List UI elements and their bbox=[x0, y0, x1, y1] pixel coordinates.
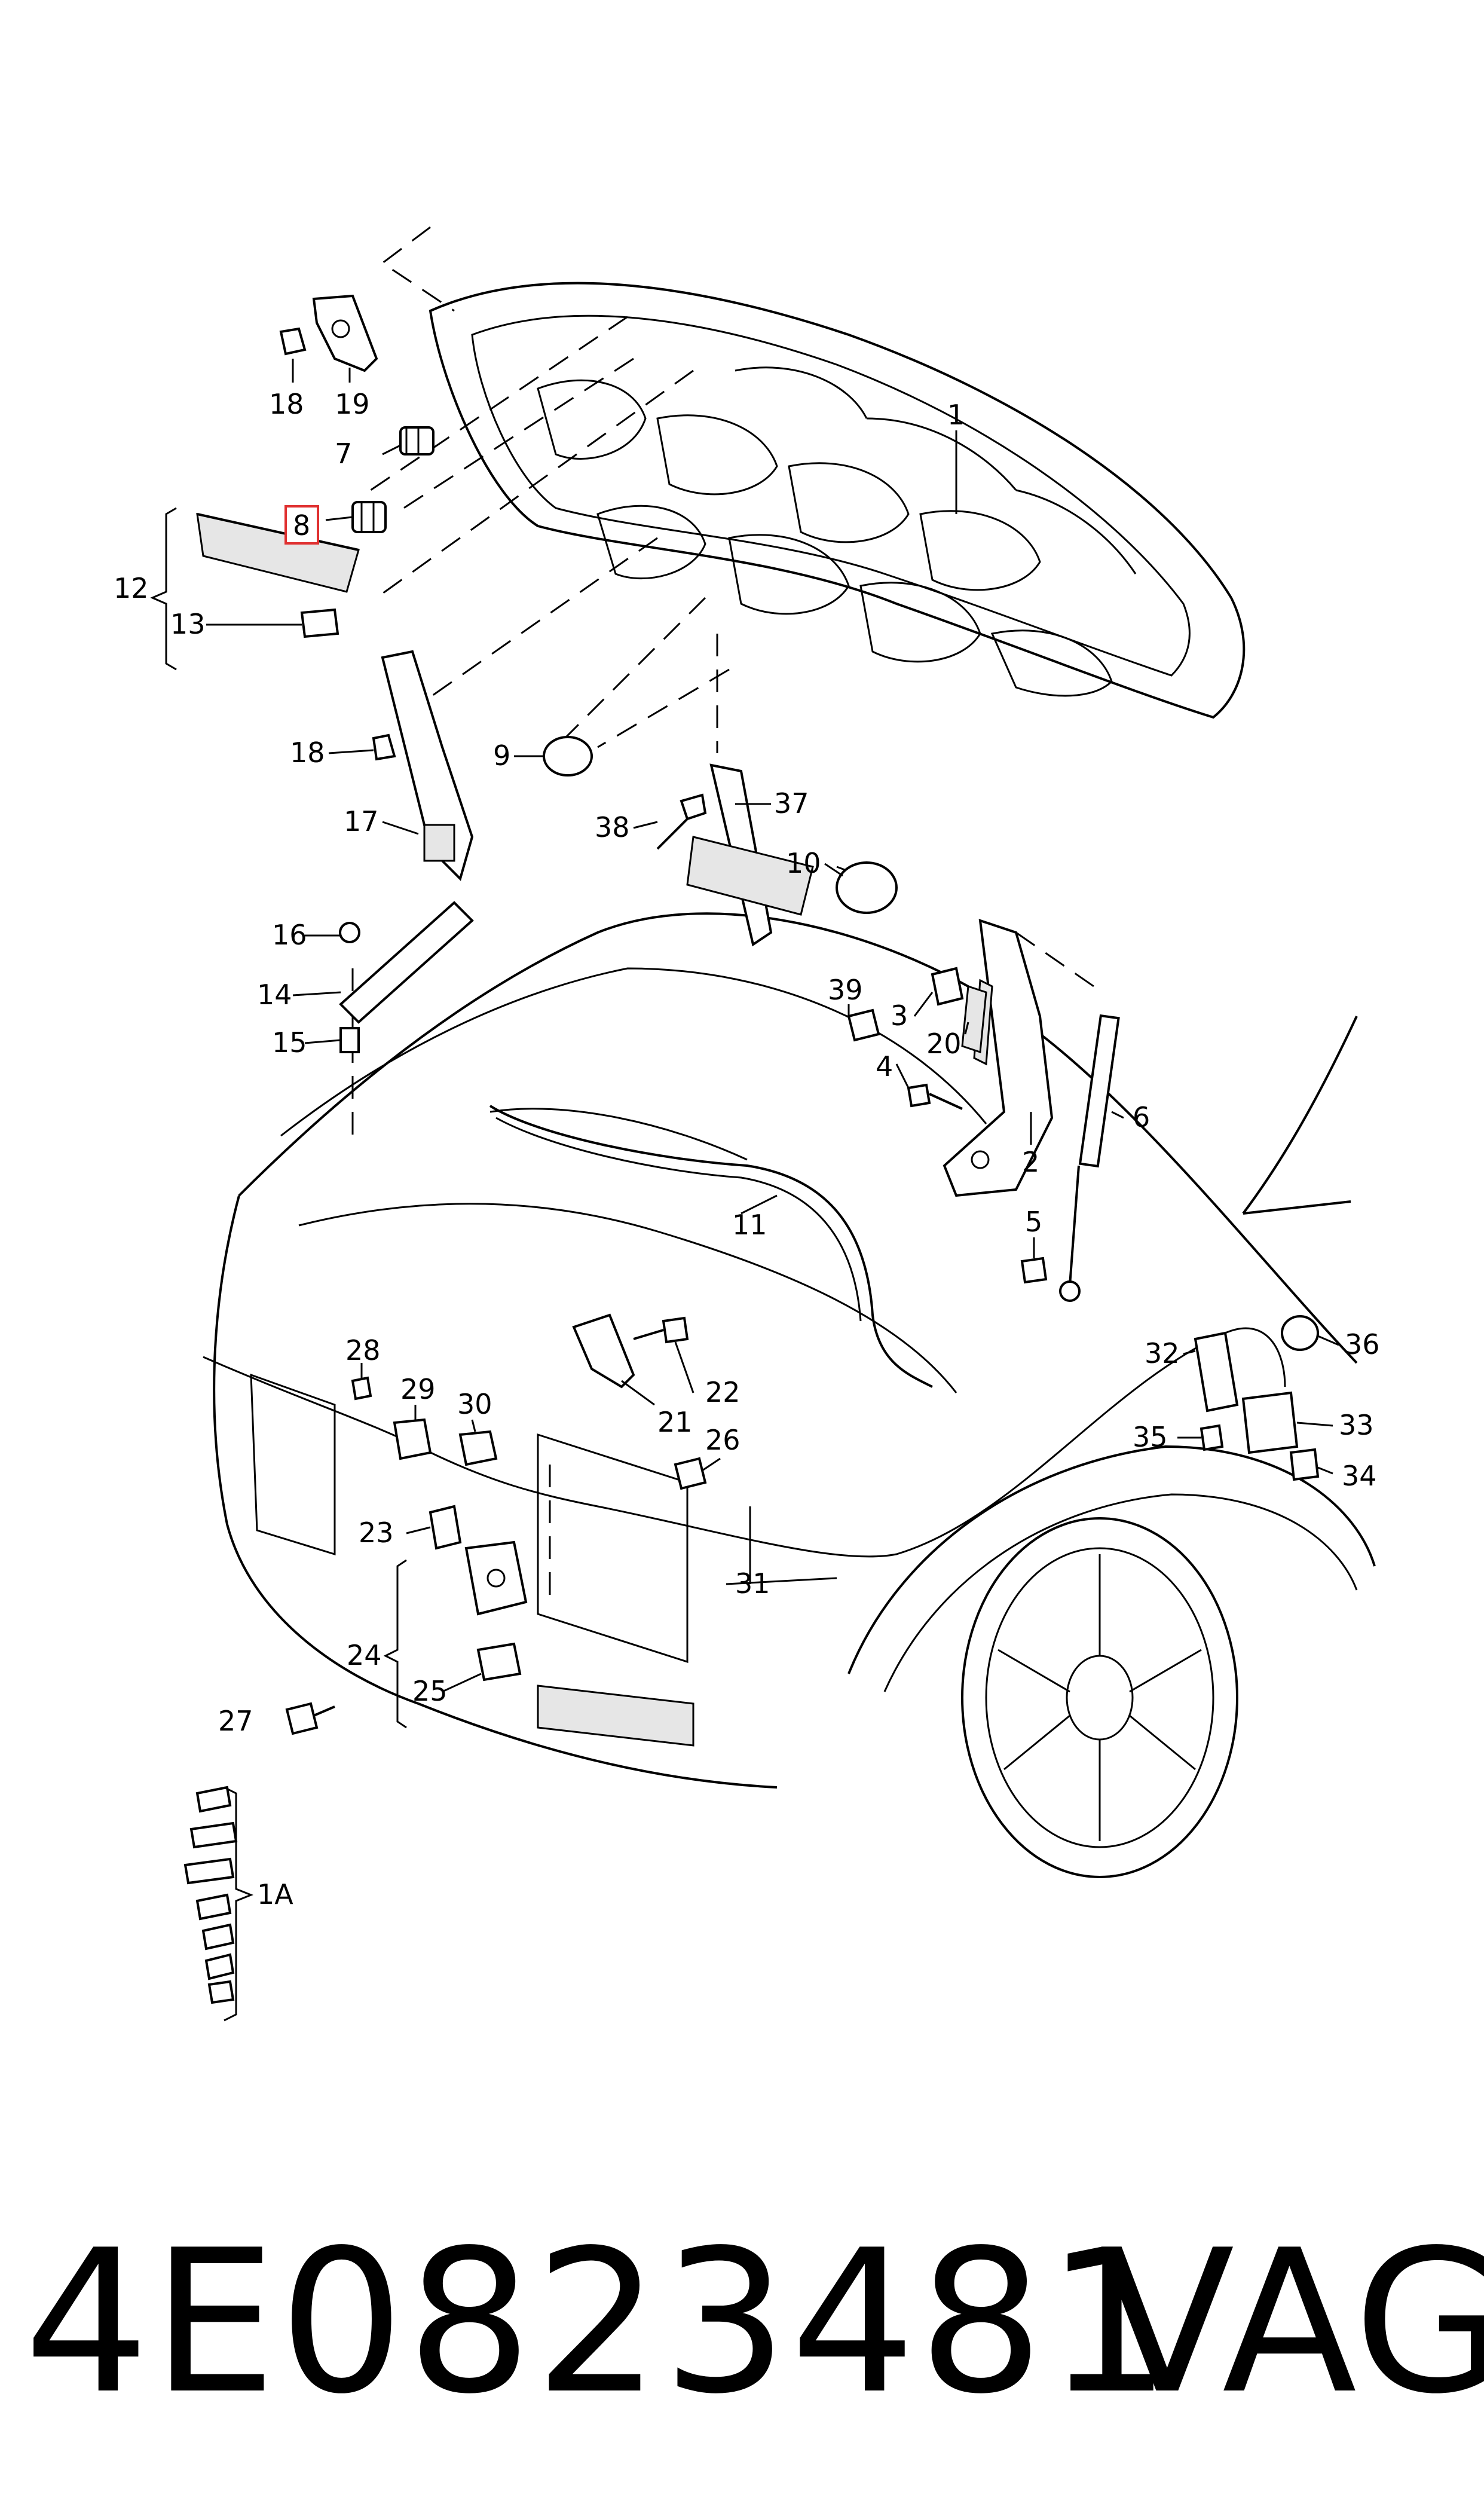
rubber-stop-part-8 bbox=[351, 501, 387, 533]
label-part-5: 5 bbox=[1025, 1206, 1042, 1238]
label-part-1a: 1A bbox=[257, 1878, 293, 1910]
label-part-7: 7 bbox=[335, 438, 352, 470]
label-part-19: 19 bbox=[335, 388, 370, 420]
label-part-13: 13 bbox=[170, 608, 206, 640]
clip-34 bbox=[1289, 1448, 1320, 1481]
clip-28 bbox=[351, 1376, 372, 1401]
lock-33 bbox=[1241, 1391, 1299, 1454]
grommet bbox=[543, 736, 593, 777]
retaining-clip bbox=[300, 608, 339, 638]
highlight-box-part-8 bbox=[284, 505, 319, 545]
label-part-26: 26 bbox=[705, 1424, 741, 1456]
label-part-21: 21 bbox=[657, 1406, 693, 1438]
hardware-set bbox=[183, 1786, 238, 2004]
part-number: 4E0823481 bbox=[24, 2208, 1174, 2437]
label-part-20: 20 bbox=[926, 1028, 962, 1060]
cable-39 bbox=[847, 1008, 880, 1042]
label-part-27: 27 bbox=[218, 1705, 253, 1737]
clip-3 bbox=[931, 967, 964, 1006]
hood-seal-inner bbox=[495, 1117, 862, 1322]
label-part-2: 2 bbox=[1022, 1146, 1039, 1178]
mounting-bracket bbox=[339, 901, 474, 1053]
label-part-32: 32 bbox=[1145, 1337, 1180, 1369]
lock-carrier-bracket bbox=[572, 1313, 635, 1389]
label-part-33: 33 bbox=[1339, 1409, 1374, 1441]
label-part-36: 36 bbox=[1345, 1328, 1380, 1361]
cable-clip-26 bbox=[674, 1457, 707, 1490]
label-part-12: 12 bbox=[114, 572, 149, 604]
label-part-35: 35 bbox=[1133, 1421, 1168, 1453]
label-part-30: 30 bbox=[457, 1388, 492, 1420]
label-part-9: 9 bbox=[493, 739, 510, 772]
bolt-4 bbox=[907, 1083, 963, 1110]
label-part-18-top: 18 bbox=[269, 388, 304, 420]
label-part-14: 14 bbox=[257, 979, 292, 1011]
vehicle-body bbox=[213, 912, 1376, 1878]
ball-stud bbox=[1020, 1257, 1048, 1284]
bolt-35 bbox=[1200, 1424, 1224, 1451]
label-part-18-mid: 18 bbox=[290, 736, 325, 769]
support-bracket bbox=[686, 763, 814, 947]
group-braces bbox=[150, 507, 407, 2022]
hinge-bracket-20 bbox=[961, 985, 987, 1054]
label-part-22: 22 bbox=[705, 1376, 741, 1408]
label-part-8: 8 bbox=[293, 509, 310, 542]
label-part-11: 11 bbox=[732, 1209, 767, 1241]
label-part-24: 24 bbox=[347, 1639, 382, 1671]
fastener-clip bbox=[279, 327, 396, 761]
release-handle-29 bbox=[393, 1418, 432, 1460]
label-part-4: 4 bbox=[876, 1050, 893, 1083]
label-part-28: 28 bbox=[345, 1334, 381, 1367]
hood-seal bbox=[489, 1105, 933, 1388]
label-part-38: 38 bbox=[595, 811, 630, 843]
lock-bracket bbox=[381, 650, 474, 881]
hood-lock-24 bbox=[464, 1540, 528, 1616]
label-part-3: 3 bbox=[891, 999, 908, 1032]
label-part-15: 15 bbox=[272, 1026, 307, 1059]
label-part-39: 39 bbox=[828, 974, 863, 1006]
label-part-16: 16 bbox=[272, 919, 307, 951]
label-part-25: 25 bbox=[412, 1675, 448, 1707]
bracket-32 bbox=[1194, 1331, 1239, 1413]
label-part-29: 29 bbox=[400, 1373, 436, 1405]
label-part-34: 34 bbox=[1342, 1460, 1377, 1492]
gas-strut bbox=[1059, 1014, 1120, 1302]
label-part-23: 23 bbox=[359, 1517, 394, 1549]
cover-cap bbox=[836, 861, 898, 914]
insulation-strip bbox=[196, 513, 360, 593]
label-part-6: 6 bbox=[1133, 1101, 1150, 1133]
hood-buffer-bracket bbox=[312, 294, 378, 372]
grommet-36 bbox=[1281, 1315, 1319, 1351]
rubber-buffer bbox=[399, 426, 435, 456]
cap-23 bbox=[429, 1505, 462, 1550]
hood-panel bbox=[429, 282, 1246, 719]
lock-switch-25 bbox=[476, 1642, 522, 1682]
label-part-1: 1 bbox=[947, 399, 965, 431]
label-part-37: 37 bbox=[774, 787, 809, 820]
label-part-17: 17 bbox=[344, 805, 379, 837]
brand-name: VAG bbox=[1100, 2208, 1484, 2437]
label-part-31: 31 bbox=[735, 1567, 770, 1600]
bolt-22 bbox=[633, 1316, 689, 1344]
label-part-10: 10 bbox=[786, 847, 821, 879]
rivet bbox=[656, 793, 707, 850]
bracket-30 bbox=[458, 1430, 498, 1466]
bolt-27 bbox=[285, 1702, 335, 1735]
leader-lines bbox=[206, 359, 1339, 1693]
assembly-guide-lines bbox=[351, 226, 1094, 1602]
